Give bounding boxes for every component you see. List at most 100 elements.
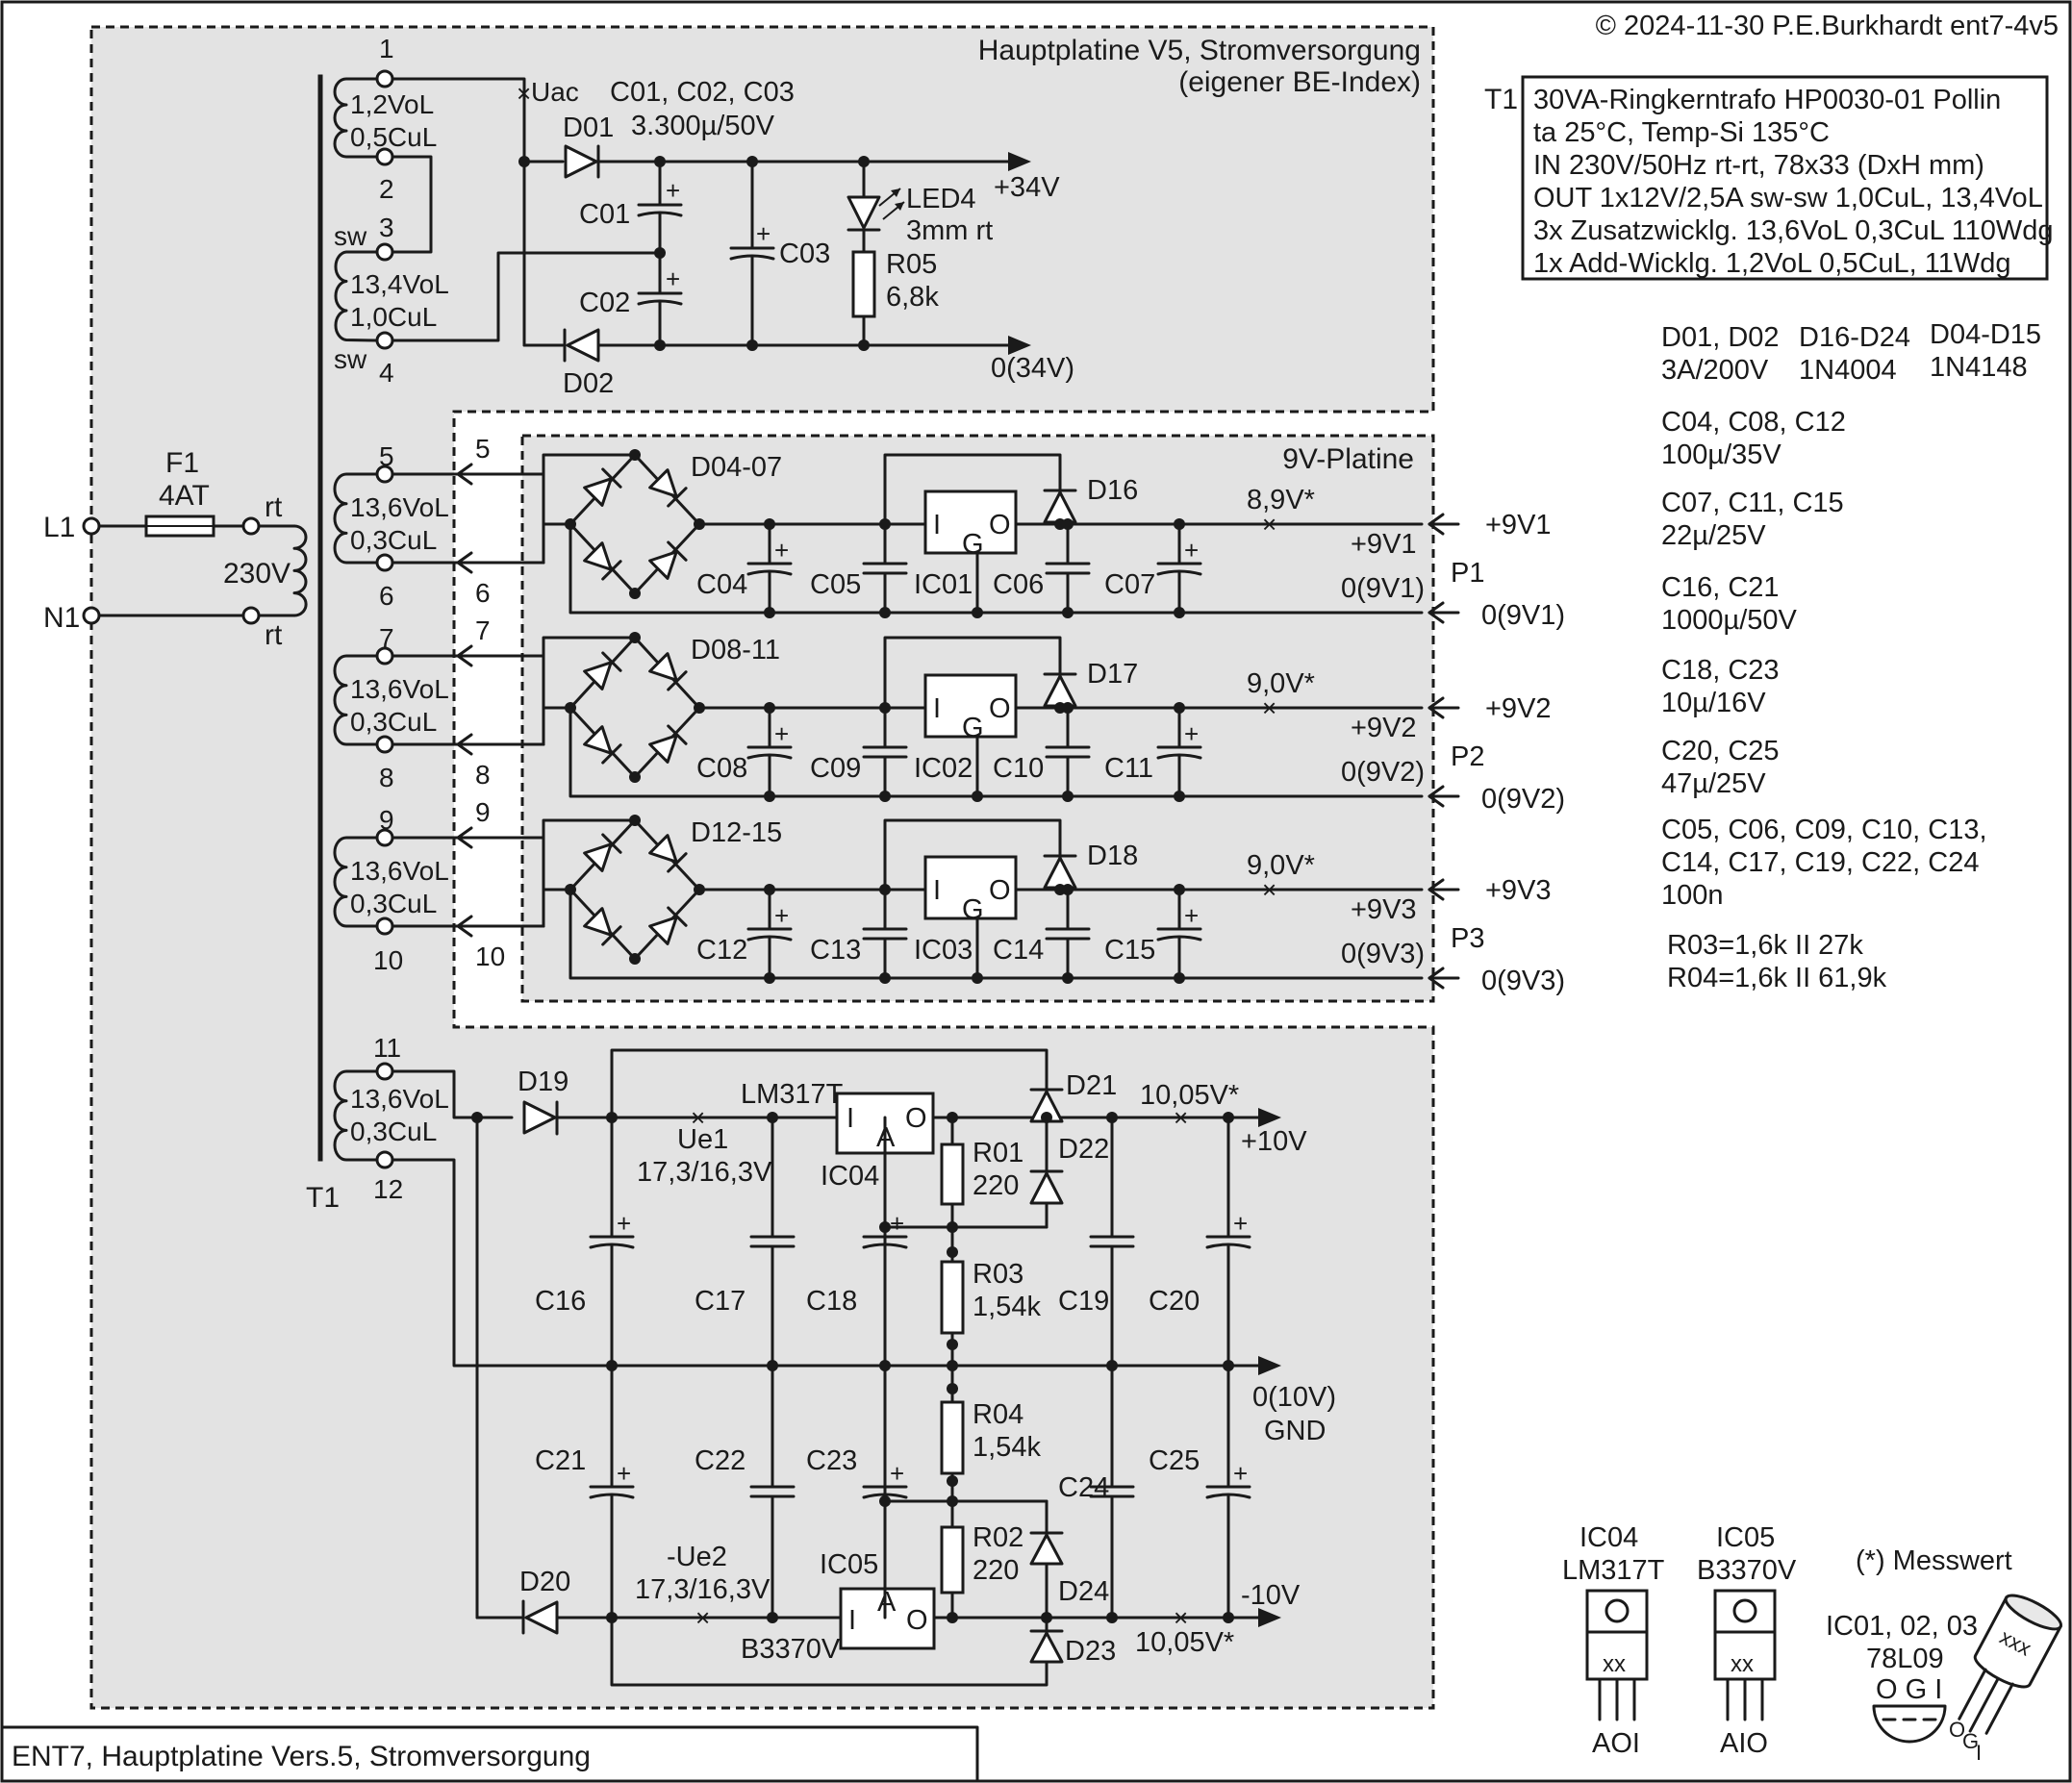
diode-D23 [1029,1631,1064,1664]
bridge-diode-bar [601,833,622,854]
resistor-R02 [940,1525,965,1595]
pin-1: 1 [379,34,394,63]
junction-dot [764,702,775,714]
bridge-diode [583,725,622,765]
package-IC05: IC05 B3370V xx AIO [1697,1522,1797,1759]
bridge-diode [648,652,688,691]
bridge-diode-bar [667,540,688,562]
d24-label: D24 [1058,1576,1109,1607]
regulator-IC03 [923,855,1018,920]
region-main [89,25,1435,1710]
pkg-pins: AOI [1592,1728,1640,1759]
ue1-label: Ue1 [677,1124,728,1155]
part-value: 10µ/16V [1661,688,1766,718]
winding-11-12: 11 12 13,6VoL 0,3CuL [333,1033,449,1204]
part-label: D04-D15 [1930,319,2041,350]
spec-line: ta 25°C, Temp-Si 135°C [1533,117,1830,148]
plus-sign: + [1184,719,1199,748]
ic04-type: LM317T [741,1079,844,1110]
ext-gnd-label: 0(9V3) [1481,966,1565,996]
cap-label: C10 [993,753,1044,784]
winding-wire: 0,3CuL [350,707,437,737]
part-label: D01, D02 [1661,322,1780,353]
caps-label: C01, C02, C03 [610,77,795,108]
d21-label: D21 [1066,1070,1117,1101]
pin-4: 4 [379,358,394,388]
pkg-pin-g: G [1962,1729,1979,1753]
cap-label: C14 [993,935,1044,966]
connector-pin-label: 10 [475,942,505,971]
cap-label: C17 [695,1286,745,1317]
primary-circuit: L1 N1 F1 4AT rt rt 230V [43,447,308,651]
wire [883,818,1062,892]
part-label: C07, C11, C15 [1661,488,1844,518]
junction-dot [972,791,983,802]
plus-sign: + [617,1209,631,1238]
junction-dot [972,607,983,618]
winding-wire-color: sw [334,344,367,374]
connector-pin-label: 6 [475,578,491,608]
winding-wire-color: sw [334,221,367,251]
r01-label: R01 [973,1138,1023,1168]
regulator-IC01 [923,490,1018,555]
cap-label: C15 [1104,935,1155,966]
d02-label: D02 [563,368,614,399]
package-IC04: IC04 LM317T xx AOI [1562,1522,1665,1759]
led-LED4 [846,195,881,230]
r04-value: 1,54k [973,1432,1041,1463]
bridge-diode-body [583,661,613,691]
pin-2: 2 [379,174,394,204]
part-value: 47µ/25V [1661,768,1766,799]
part-label: C16, C21 [1661,572,1780,603]
diode-label: D17 [1087,659,1138,690]
part-label: D16-D24 [1799,322,1910,353]
junction-dot [879,791,891,802]
meas-mark: × [1262,875,1276,904]
bridge-diode-body [583,725,613,755]
resistor-note: R04=1,6k II 61,9k [1667,963,1887,993]
cap-label: C07 [1104,569,1155,600]
r02-value: 220 [973,1555,1019,1586]
parts-list: D01, D02 3A/200V D16-D24 1N4004 D04-D15 … [1661,319,2041,993]
junction-dot [879,607,891,618]
diode-label: D16 [1087,475,1138,506]
plug-label: P2 [1451,741,1484,772]
meas-mark: × [1174,1603,1188,1632]
pkg-type: B3370V [1697,1555,1797,1586]
plus-sign: + [756,219,771,248]
meas-neg10v: 10,05V* [1135,1627,1234,1658]
meas-mark: × [1262,693,1276,722]
winding-voltage: 13,4VoL [350,269,449,299]
d20-label: D20 [519,1567,570,1597]
rail-out-label: +9V1 [1351,529,1417,560]
bridge-diode-body [583,842,613,872]
r04-label: R04 [973,1399,1023,1430]
part-value: 1N4004 [1799,355,1897,386]
pin-9: 9 [379,805,394,835]
label-N1: N1 [43,602,80,634]
connector-arrow [456,733,473,756]
regulator-pin-i: I [933,693,941,724]
bridge-diode-bar [667,487,688,508]
diode-D19 [522,1100,557,1135]
c02-label: C02 [579,288,630,318]
junction-dot [879,884,891,895]
region-9v-title: 9V-Platine [1282,443,1414,475]
ext-gnd-label: 0(9V1) [1481,600,1565,631]
bridge-diode [583,833,622,872]
pin-3: 3 [379,213,394,242]
bridge-label: D04-07 [691,452,782,483]
bridge-diode-body [583,907,613,937]
plus-sign: + [1184,536,1199,565]
junction-dot [764,972,775,984]
spec-line: 1x Add-Wicklg. 1,2VoL 0,5CuL, 11Wdg [1533,248,2011,279]
ic05-type: B3370V [741,1634,841,1665]
plus-sign: + [774,901,789,930]
ic05-pin-i: I [848,1605,856,1636]
ext-pos-label: +9V3 [1485,875,1552,906]
junction-dot [629,815,641,826]
primary-rt-bottom: rt [265,619,283,651]
pkg-ref: IC01, 02, 03 [1826,1611,1978,1642]
